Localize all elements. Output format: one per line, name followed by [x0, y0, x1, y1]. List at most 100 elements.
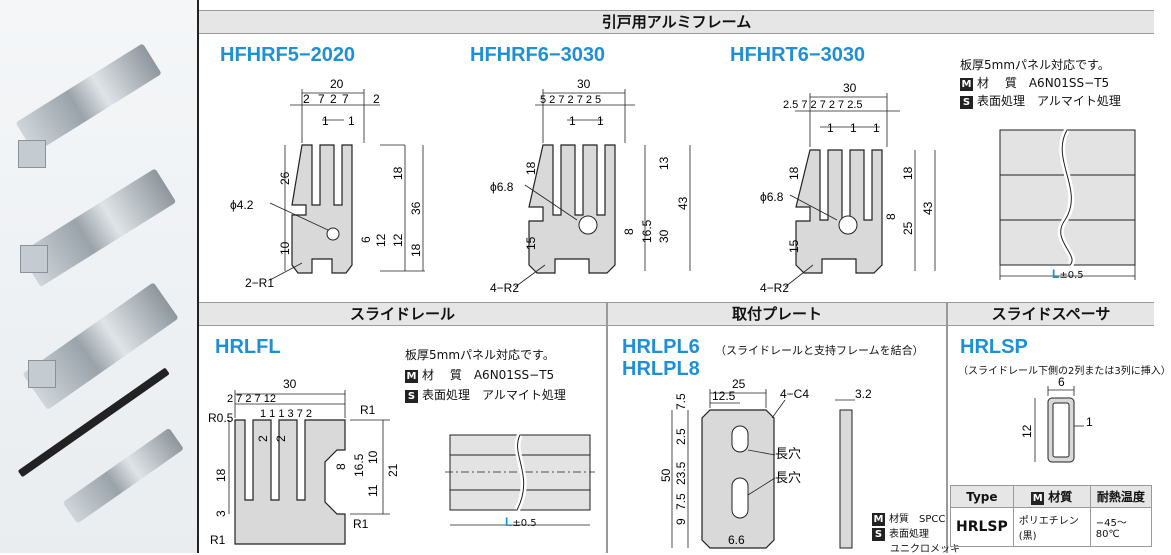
rail-surface-label: 表面処理	[422, 388, 471, 402]
dim-a-w: 20	[330, 77, 344, 91]
dim-c-s2: 1	[850, 121, 857, 135]
dim-c-r: 4−R2	[760, 281, 789, 295]
rail-header-label: スライドレール	[349, 305, 455, 323]
spec-material-label: 材質	[1048, 490, 1073, 504]
dim-c-h18r: 18	[901, 166, 915, 180]
dim-a-h10: 10	[278, 241, 292, 255]
dim-a-h26: 26	[278, 171, 292, 185]
plate-drawing: 25 12.5 4−C4 3.2 7.5 2.5 23.5 50 7.5 9 6…	[659, 377, 872, 549]
length-tol: ±0.5	[1059, 270, 1084, 281]
dim-b-h30: 30	[657, 229, 671, 243]
plate-surface: S 表面処理	[872, 525, 929, 541]
photo-divider	[197, 0, 199, 553]
rail-length-view	[445, 433, 595, 526]
spec-header-temp: 耐熱温度	[1089, 485, 1153, 508]
dim-a-h12b: 12	[391, 233, 405, 247]
dim-a-s2: 1	[348, 114, 355, 128]
surface-value: アルマイト処理	[1037, 94, 1121, 108]
dim-b-r: 4−R2	[490, 281, 519, 295]
table-row: HRLSP ポリエチレン(黒) −45〜80℃	[950, 507, 1153, 547]
dim-a-t1: 2	[303, 92, 310, 106]
dim-c-h15: 15	[787, 239, 801, 253]
plate-material-badge: M	[872, 513, 885, 526]
plate-section-header: 取付プレート	[608, 302, 946, 326]
dim-b-h15: 15	[524, 236, 538, 250]
rail-r1b: R1	[210, 533, 226, 547]
rail-top: 2 7 2 7 12	[227, 393, 276, 405]
rail-h10: 10	[366, 450, 380, 464]
plate-desc: （スライドレールと支持フレームを結合）	[715, 344, 924, 357]
length-L: L	[1052, 267, 1060, 281]
rail-h21: 21	[386, 463, 400, 477]
plate-surface-text: 表面処理	[889, 529, 929, 540]
rail-surface-value: アルマイト処理	[482, 388, 566, 402]
rail-h18: 18	[214, 468, 228, 482]
spacer-w6: 6	[1058, 375, 1065, 389]
frame-length-label: L±0.5	[1052, 267, 1084, 281]
spec-header-type: Type	[950, 485, 1014, 508]
plate-plating: ユニクロメッキ	[890, 544, 960, 555]
plate-h25: 2.5	[674, 428, 688, 445]
plate-surface-badge: S	[872, 528, 885, 541]
dim-c-h8: 8	[884, 213, 898, 220]
dim-a-h6: 6	[359, 236, 373, 243]
plate-h235: 23.5	[674, 461, 688, 485]
plate-model-1: HRLPL6	[622, 336, 700, 358]
dim-a-h36: 36	[409, 201, 423, 215]
plate-h75b: 7.5	[674, 493, 688, 510]
frame-header-label: 引戸用アルミフレーム	[601, 13, 752, 31]
dim-c-s3: 1	[873, 121, 880, 135]
spacer-h12: 12	[1020, 424, 1034, 438]
profile-c-drawing: 30 2.5 7 2 7 2 7 2.5 1 1 1 18 15 18 8 25…	[760, 81, 936, 295]
rail-s2: 2	[256, 435, 270, 442]
dim-b-h13: 13	[657, 156, 671, 170]
dim-a-phi: ϕ4.2	[230, 198, 254, 212]
rail-w: 30	[283, 377, 297, 391]
dim-b-h165: 16.5	[640, 219, 654, 243]
rail-model: HRLFL	[215, 336, 281, 358]
rail-h165: 16.5	[352, 453, 366, 477]
rail-material-value: A6N01SS−T5	[473, 368, 555, 382]
dim-b-s2: 1	[597, 114, 604, 128]
spec-cell-type: HRLSP	[950, 507, 1014, 547]
material-badge: M	[960, 78, 973, 91]
rail-h8: 8	[334, 463, 348, 470]
rail-surface-badge: S	[405, 390, 418, 403]
rail-length-label: L±0.5	[505, 515, 537, 529]
rail-s2b: 2	[274, 435, 288, 442]
dim-b-t: 5 2 7 2 7 2 5	[540, 94, 601, 106]
dim-a-t3: 2	[330, 92, 337, 106]
dim-c-s1: 1	[827, 121, 834, 135]
dim-c-phi: ϕ6.8	[760, 190, 784, 204]
plate-slot-2: 長穴	[775, 470, 801, 485]
dim-a-t4: 7	[342, 92, 349, 106]
rail-length-tol: ±0.5	[512, 518, 537, 529]
spacer-section-header: スライドスペーサ	[948, 302, 1154, 326]
product-photo	[0, 0, 197, 553]
dim-a-h12a: 12	[374, 233, 388, 247]
plate-w25: 25	[732, 377, 746, 391]
spacer-t1: 1	[1086, 415, 1093, 429]
dim-a-s1: 1	[322, 114, 329, 128]
plate-h50: 50	[659, 468, 673, 482]
rail-note-line1: 板厚5mmパネル対応です。	[405, 348, 555, 362]
profile-b-drawing: 30 5 2 7 2 7 2 5 1 1 18 15 13 43 8 16.5 …	[490, 77, 691, 295]
profile-a-drawing: 20 2 7 2 7 2 1 1 26 10 18 36 6 12 12 18 …	[230, 77, 425, 290]
rail-h3: 3	[214, 510, 228, 517]
spacer-header-label: スライドスペーサ	[991, 305, 1111, 323]
dim-b-s1: 1	[569, 114, 576, 128]
model-title-c: HFHRT6−3030	[730, 44, 866, 66]
dim-b-h8: 8	[622, 228, 636, 235]
model-title-a: HFHRF5−2020	[220, 44, 356, 66]
dim-c-w: 30	[843, 81, 857, 95]
frame-note-line1: 板厚5mmパネル対応です。	[960, 58, 1110, 72]
rail-material-badge: M	[405, 370, 418, 383]
plate-h9: 9	[674, 518, 688, 525]
rail-small: 1 1 1 3 7 2	[260, 408, 312, 420]
dim-c-h25: 25	[901, 221, 915, 235]
